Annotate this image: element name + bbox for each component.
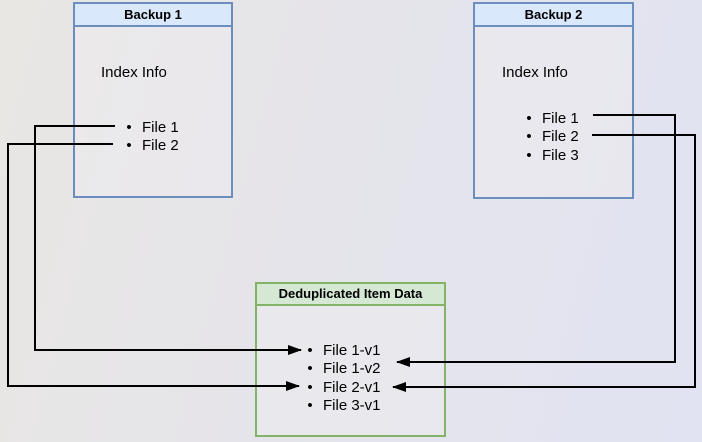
backup1-node: Backup 1 Index Info File 1 File 2 [73,2,233,198]
list-item: File 1-v2 [303,360,381,379]
dedup-file2v1-label: File 2-v1 [323,378,381,396]
backup2-file3-label: File 3 [542,146,579,164]
list-item: File 1 [122,118,179,136]
bullet-icon [303,397,317,414]
backup2-file2-label: File 2 [542,128,579,146]
backup2-node: Backup 2 Index Info File 1 File 2 File 3 [473,2,634,199]
backup2-title: Backup 2 [475,4,632,27]
bullet-icon [522,128,536,145]
dedup-node: Deduplicated Item Data File 1-v1 File 1-… [255,282,446,437]
dedup-item-list: File 1-v1 File 1-v2 File 2-v1 File 3-v1 [303,341,381,415]
backup2-file1-label: File 1 [542,109,579,127]
dedup-file3v1-label: File 3-v1 [323,397,381,415]
dedup-title: Deduplicated Item Data [257,284,444,306]
list-item: File 3 [522,146,579,165]
backup1-index-info-label: Index Info [101,64,167,81]
bullet-icon [303,360,317,377]
list-item: File 2-v1 [303,378,381,397]
bullet-icon [303,342,317,359]
backup1-file2-label: File 2 [142,136,179,154]
dedup-file1v2-label: File 1-v2 [323,360,381,378]
list-item: File 1 [522,109,579,128]
backup1-file1-label: File 1 [142,118,179,136]
backup1-title: Backup 1 [75,4,231,27]
dedup-file1v1-label: File 1-v1 [323,341,381,359]
bullet-icon [303,379,317,396]
backup2-index-info-label: Index Info [502,64,568,81]
bullet-icon [122,137,136,154]
backup2-file-list: File 1 File 2 File 3 [522,109,579,165]
bullet-icon [122,119,136,136]
backup1-file-list: File 1 File 2 [122,118,179,154]
list-item: File 1-v1 [303,341,381,360]
list-item: File 3-v1 [303,397,381,416]
list-item: File 2 [122,136,179,154]
bullet-icon [522,110,536,127]
bullet-icon [522,147,536,164]
list-item: File 2 [522,128,579,147]
